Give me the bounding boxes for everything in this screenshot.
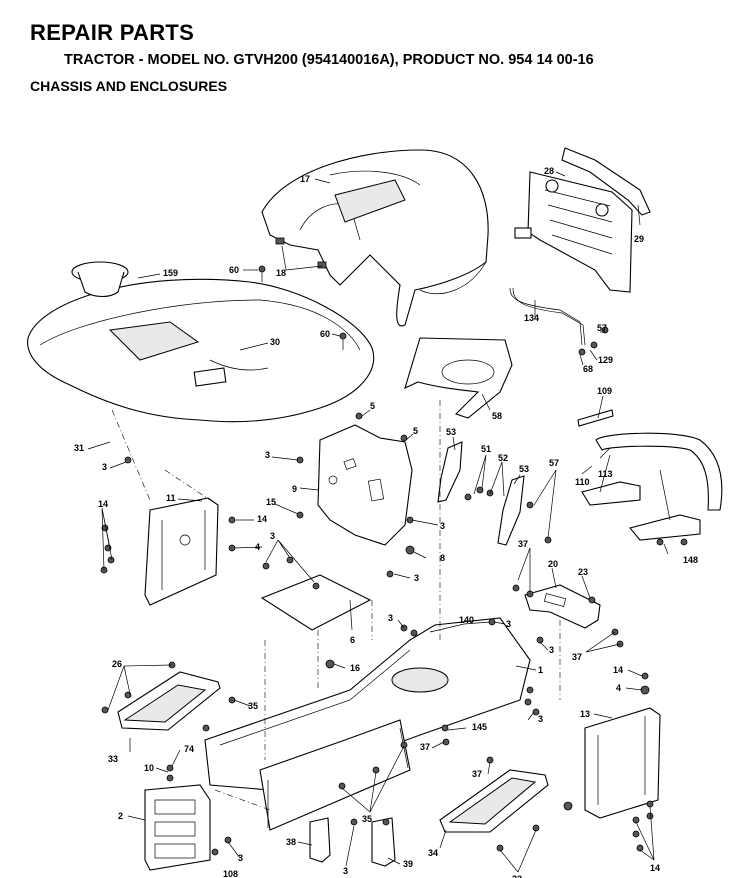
callout-39: 39 <box>403 859 413 869</box>
callout-10: 10 <box>144 763 154 773</box>
callout-3i: 3 <box>538 714 543 724</box>
callout-3b: 3 <box>102 462 107 472</box>
callout-14b: 14 <box>257 514 267 524</box>
callout-8: 8 <box>440 553 445 563</box>
left-side-panel <box>144 497 219 606</box>
hardware <box>100 265 688 856</box>
callout-74: 74 <box>184 744 194 754</box>
callout-38: 38 <box>286 837 296 847</box>
hood-part <box>261 149 489 327</box>
callout-58: 58 <box>492 411 502 421</box>
right-side-panel <box>584 707 661 819</box>
callout-6: 6 <box>350 635 355 645</box>
callout-3a: 3 <box>265 450 270 460</box>
callout-68: 68 <box>583 364 593 374</box>
callout-60a: 60 <box>229 265 239 275</box>
callout-51: 51 <box>481 444 491 454</box>
floor-plate-part <box>260 574 372 631</box>
callout-159: 159 <box>163 268 178 278</box>
callout-15: 15 <box>266 497 276 507</box>
bracket-20 <box>524 584 601 629</box>
callout-3k: 3 <box>343 866 348 876</box>
callout-3h: 3 <box>549 645 554 655</box>
callout-20: 20 <box>548 559 558 569</box>
callout-31: 31 <box>74 443 84 453</box>
callout-14a: 14 <box>98 499 108 509</box>
callout-57b: 57 <box>549 458 559 468</box>
callout-3f: 3 <box>388 613 393 623</box>
callout-3g: 3 <box>506 619 511 629</box>
callout-35a: 35 <box>248 701 258 711</box>
footrest-right <box>439 769 549 833</box>
dash-panel-part <box>404 337 513 419</box>
callout-110: 110 <box>575 477 590 487</box>
callout-1: 1 <box>538 665 543 675</box>
main-frame-part <box>204 617 531 831</box>
section-heading: CHASSIS AND ENCLOSURES <box>30 78 228 94</box>
callout-134: 134 <box>524 313 539 323</box>
callout-109: 109 <box>597 386 612 396</box>
callout-29: 29 <box>634 234 644 244</box>
callout-30: 30 <box>270 337 280 347</box>
callout-14c: 14 <box>613 665 623 675</box>
callout-16: 16 <box>350 663 360 673</box>
callout-33: 33 <box>108 754 118 764</box>
callout-17: 17 <box>300 174 310 184</box>
callout-28: 28 <box>544 166 554 176</box>
model-subtitle: TRACTOR - MODEL NO. GTVH200 (954140016A)… <box>64 52 594 68</box>
brackets-53 <box>437 441 525 546</box>
callout-60b: 60 <box>320 329 330 339</box>
callout-53a: 53 <box>446 427 456 437</box>
callout-108: 108 <box>223 869 238 878</box>
bracket-2 <box>144 784 211 871</box>
callout-113: 113 <box>598 469 613 479</box>
leader-lines <box>87 171 669 873</box>
callout-145: 145 <box>472 722 487 732</box>
callout-3c: 3 <box>440 521 445 531</box>
callout-14d: 14 <box>650 863 660 873</box>
fender-part <box>27 261 375 423</box>
callout-5a: 5 <box>370 401 375 411</box>
brackets-38-39 <box>309 817 396 867</box>
callout-53b: 53 <box>519 464 529 474</box>
callout-26: 26 <box>112 659 122 669</box>
footrest-left <box>117 671 221 731</box>
cable-part <box>509 287 598 356</box>
callout-148: 148 <box>683 555 698 565</box>
callout-3e: 3 <box>414 573 419 583</box>
callout-3d: 3 <box>270 531 275 541</box>
callout-9: 9 <box>292 484 297 494</box>
callout-34: 34 <box>428 848 438 858</box>
callout-57a: 57 <box>597 323 607 333</box>
callout-18: 18 <box>276 268 286 278</box>
callout-11: 11 <box>166 493 176 503</box>
callout-labels: 17 28 29 159 60 18 60 30 134 57 129 68 5… <box>74 166 698 878</box>
front-bumper-part <box>577 409 723 541</box>
callout-4b: 4 <box>616 683 621 693</box>
callout-129: 129 <box>598 355 613 365</box>
callout-52: 52 <box>498 453 508 463</box>
callout-23: 23 <box>578 567 588 577</box>
grille-part <box>514 147 651 293</box>
callout-5b: 5 <box>413 426 418 436</box>
callout-32: 32 <box>512 874 522 878</box>
callout-37b: 37 <box>572 652 582 662</box>
callout-140: 140 <box>459 615 474 625</box>
assembly-lines <box>111 400 561 811</box>
page-title: REPAIR PARTS <box>30 20 195 45</box>
callout-4a: 4 <box>255 542 260 552</box>
callout-13: 13 <box>580 709 590 719</box>
callout-3j: 3 <box>238 853 243 863</box>
callout-37d: 37 <box>472 769 482 779</box>
callout-37c: 37 <box>420 742 430 752</box>
callout-35b: 35 <box>362 814 372 824</box>
callout-37a: 37 <box>518 539 528 549</box>
callout-2: 2 <box>118 811 123 821</box>
dash-plate-part <box>317 424 413 546</box>
